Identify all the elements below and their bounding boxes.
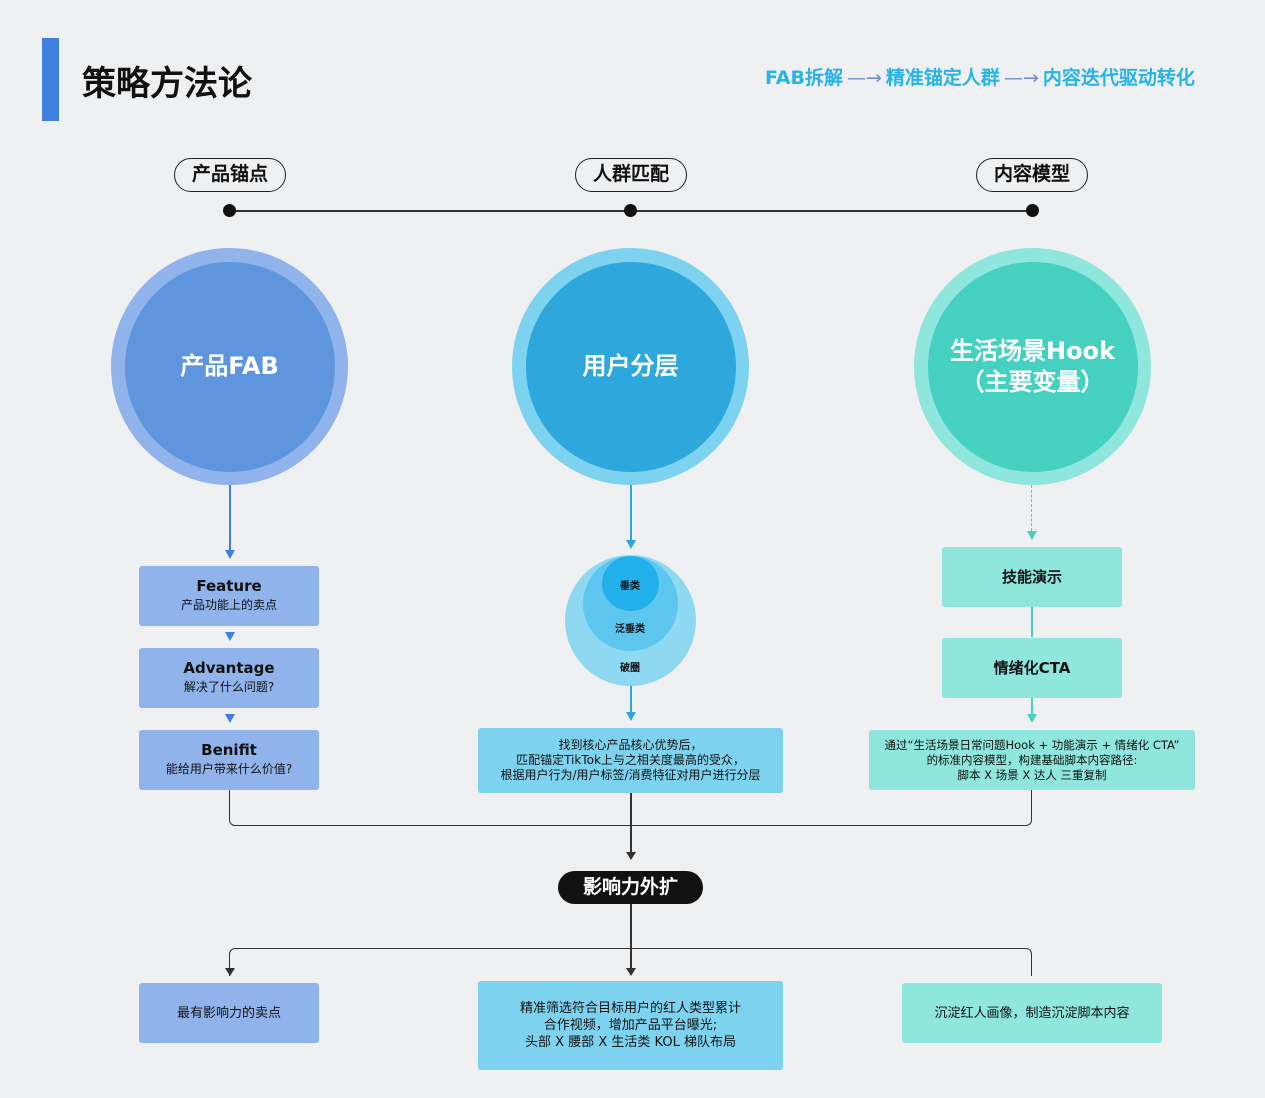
arrow-down-icon bbox=[225, 550, 235, 559]
connector bbox=[229, 485, 231, 551]
flow-step: 内容迭代驱动转化 bbox=[1042, 67, 1195, 89]
pill-content-model: 内容模型 bbox=[976, 158, 1088, 192]
arrow-down-icon bbox=[225, 968, 235, 976]
flow-step: 精准锚定人群 bbox=[885, 67, 1000, 89]
arrow-down-icon bbox=[626, 712, 636, 721]
outcome-selling-point: 最有影响力的卖点 bbox=[139, 983, 319, 1043]
arrow-down-icon bbox=[225, 632, 235, 641]
flow-step: FAB拆解 bbox=[765, 67, 843, 89]
layer-inner bbox=[602, 556, 659, 611]
pill-audience-match: 人群匹配 bbox=[575, 158, 687, 192]
arrow-icon: —→ bbox=[1003, 67, 1039, 89]
arrow-down-icon bbox=[1027, 531, 1037, 540]
arrow-down-icon bbox=[626, 968, 636, 976]
timeline-dot bbox=[223, 204, 236, 217]
circle-label: （主要变量） bbox=[960, 367, 1105, 396]
arrow-down-icon bbox=[225, 714, 235, 723]
audience-desc-box: 找到核心产品核心优势后，匹配锚定TikTok上与之相关度最高的受众，根据用户行为… bbox=[478, 728, 783, 793]
arrow-icon: —→ bbox=[847, 67, 882, 89]
outcome-scripts: 沉淀红人画像，制造沉淀脚本内容 bbox=[902, 983, 1162, 1043]
page-title: 策略方法论 bbox=[82, 64, 252, 104]
emotional-cta-box: 情绪化CTA bbox=[942, 638, 1122, 698]
split-bracket bbox=[229, 948, 1032, 976]
pill-product-anchor: 产品锚点 bbox=[174, 158, 286, 192]
circle-life-scene-hook: 生活场景Hook（主要变量） bbox=[914, 248, 1151, 485]
arrow-down-icon bbox=[626, 540, 636, 549]
connector bbox=[1031, 485, 1032, 531]
layer-inner-label: 垂类 bbox=[620, 581, 640, 592]
circle-user-layering: 用户分层 bbox=[512, 248, 749, 485]
outcome-kol-layout: 精准筛选符合目标用户的红人类型累计合作视频，增加产品平台曝光;头部 X 腰部 X… bbox=[478, 981, 783, 1070]
strategy-flow: FAB拆解—→精准锚定人群—→内容迭代驱动转化 bbox=[765, 63, 1195, 90]
skill-demo-box: 技能演示 bbox=[942, 547, 1122, 607]
connector bbox=[1031, 607, 1033, 637]
connector bbox=[630, 686, 632, 713]
circle-label: 产品FAB bbox=[124, 261, 335, 472]
layer-outer-label: 破圈 bbox=[620, 663, 640, 674]
arrow-down-icon bbox=[1027, 714, 1037, 723]
influence-expansion-pill: 影响力外扩 bbox=[558, 871, 703, 904]
connector bbox=[630, 904, 632, 968]
connector bbox=[630, 793, 632, 853]
content-model-desc-box: 通过“生活场景日常问题Hook + 功能演示 + 情绪化 CTA”的标准内容模型… bbox=[869, 730, 1195, 790]
circle-label: 用户分层 bbox=[525, 261, 736, 472]
arrow-down-icon bbox=[626, 852, 636, 860]
timeline-dot bbox=[1026, 204, 1039, 217]
title-accent-bar bbox=[42, 38, 59, 121]
timeline-dot bbox=[624, 204, 637, 217]
connector bbox=[1031, 698, 1033, 714]
circle-product-fab: 产品FAB bbox=[111, 248, 348, 485]
circle-label: 生活场景Hook bbox=[949, 336, 1116, 365]
connector bbox=[630, 485, 632, 541]
layer-middle-label: 泛垂类 bbox=[615, 624, 645, 635]
